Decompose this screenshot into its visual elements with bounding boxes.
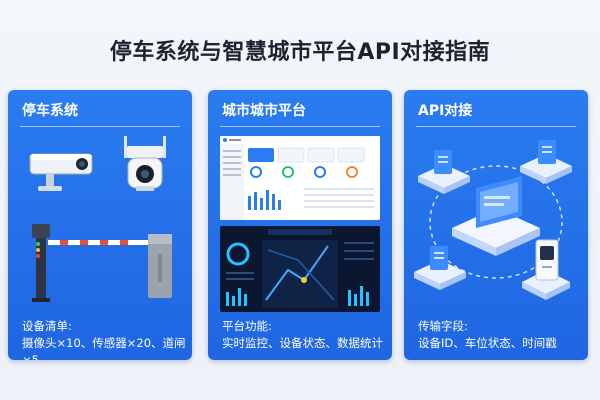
card-header: API对接 [418, 103, 473, 119]
bullet-camera-icon [29, 153, 93, 191]
document-platform-icon [418, 150, 470, 194]
document-platform-icon [520, 140, 572, 184]
footer-label: 传输字段: [418, 319, 468, 333]
footer-detail: 实时监控、设备状态、数据统计 [222, 336, 383, 350]
card-footer: 平台功能: 实时监控、设备状态、数据统计 [222, 318, 383, 352]
card-api-integration: API对接 [404, 90, 588, 360]
footer-detail: 设备ID、车位状态、时间戳 [418, 336, 557, 350]
parking-devices-illustration [29, 136, 172, 302]
card-footer: 传输字段: 设备ID、车位状态、时间戳 [418, 318, 557, 352]
admin-dashboard-thumbnail [220, 136, 380, 220]
card-divider [20, 126, 180, 127]
card-parking-system: 停车系统 [8, 90, 192, 360]
dome-camera-icon [124, 136, 166, 191]
card-footer: 设备清单: 摄像头×10、传感器×20、道闸×5 [22, 318, 192, 360]
footer-label: 设备清单: [22, 319, 72, 333]
api-flow-illustration [414, 140, 572, 300]
city-bigscreen-thumbnail [220, 226, 380, 312]
barrier-gate-icon [32, 224, 172, 302]
card-city-platform: 城市城市平台 [208, 90, 392, 360]
platform-screens-illustration [220, 136, 380, 312]
card-divider [416, 126, 576, 127]
central-server-icon [452, 176, 540, 256]
footer-detail: 摄像头×10、传感器×20、道闸×5 [22, 336, 186, 360]
card-header: 停车系统 [22, 103, 78, 119]
page-title: 停车系统与智慧城市平台API对接指南 [109, 40, 491, 65]
footer-label: 平台功能: [222, 319, 272, 333]
document-platform-icon [414, 246, 466, 290]
kiosk-device-icon [522, 239, 570, 300]
card-header: 城市城市平台 [222, 103, 306, 119]
card-divider [220, 126, 380, 127]
